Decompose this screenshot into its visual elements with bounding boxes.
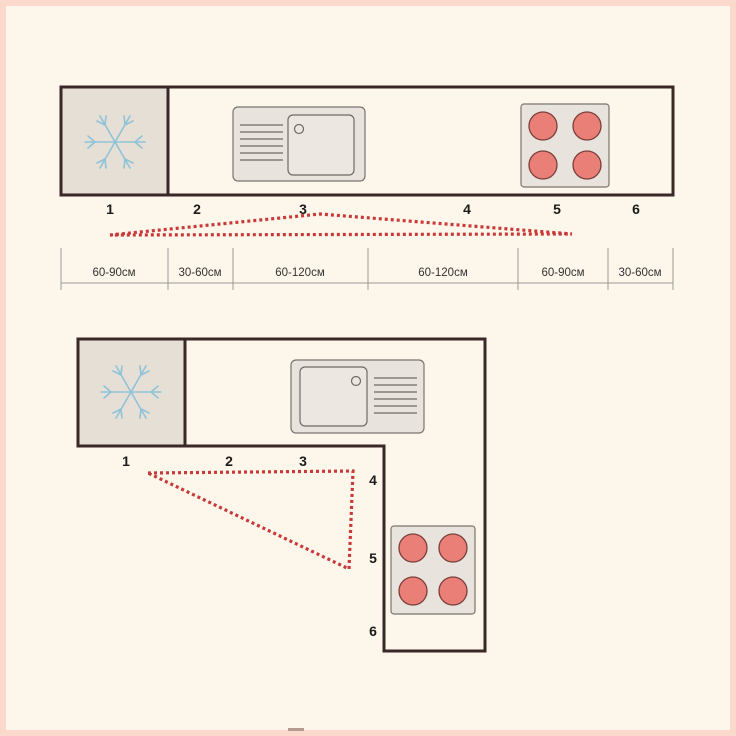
linear-position-5: 5 [553, 201, 561, 217]
l-shaped-stove [390, 525, 476, 615]
linear-position-1: 1 [106, 201, 114, 217]
linear-kitchen-layout: 1 2 3 4 5 6 60-90см 30-60см 60-120см 60-… [59, 85, 675, 290]
linear-position-2: 2 [193, 201, 201, 217]
snowflake-icon [84, 115, 146, 169]
dimension-label-6: 30-60см [618, 267, 661, 279]
l-position-3: 3 [299, 453, 307, 469]
linear-sink [232, 106, 366, 182]
linear-position-6: 6 [632, 201, 640, 217]
linear-work-triangle [109, 212, 573, 237]
bottom-mark [288, 728, 304, 731]
l-shaped-kitchen-layout: 1 2 3 4 5 6 [76, 337, 487, 653]
linear-position-4: 4 [463, 201, 471, 217]
dimension-label-1: 60-90см [92, 267, 135, 279]
l-position-5: 5 [369, 550, 377, 566]
dimension-label-4: 60-120см [418, 267, 468, 279]
l-shaped-sink [290, 359, 425, 434]
snowflake-icon [100, 365, 162, 419]
l-position-4: 4 [369, 472, 377, 488]
l-shaped-work-triangle [147, 469, 355, 572]
l-position-1: 1 [122, 453, 130, 469]
linear-stove [520, 103, 610, 188]
l-position-6: 6 [369, 623, 377, 639]
linear-position-3: 3 [299, 201, 307, 217]
l-position-2: 2 [225, 453, 233, 469]
dimension-scale [60, 248, 674, 290]
dimension-label-5: 60-90см [541, 267, 584, 279]
dimension-label-3: 60-120см [275, 267, 325, 279]
dimension-label-2: 30-60см [178, 267, 221, 279]
